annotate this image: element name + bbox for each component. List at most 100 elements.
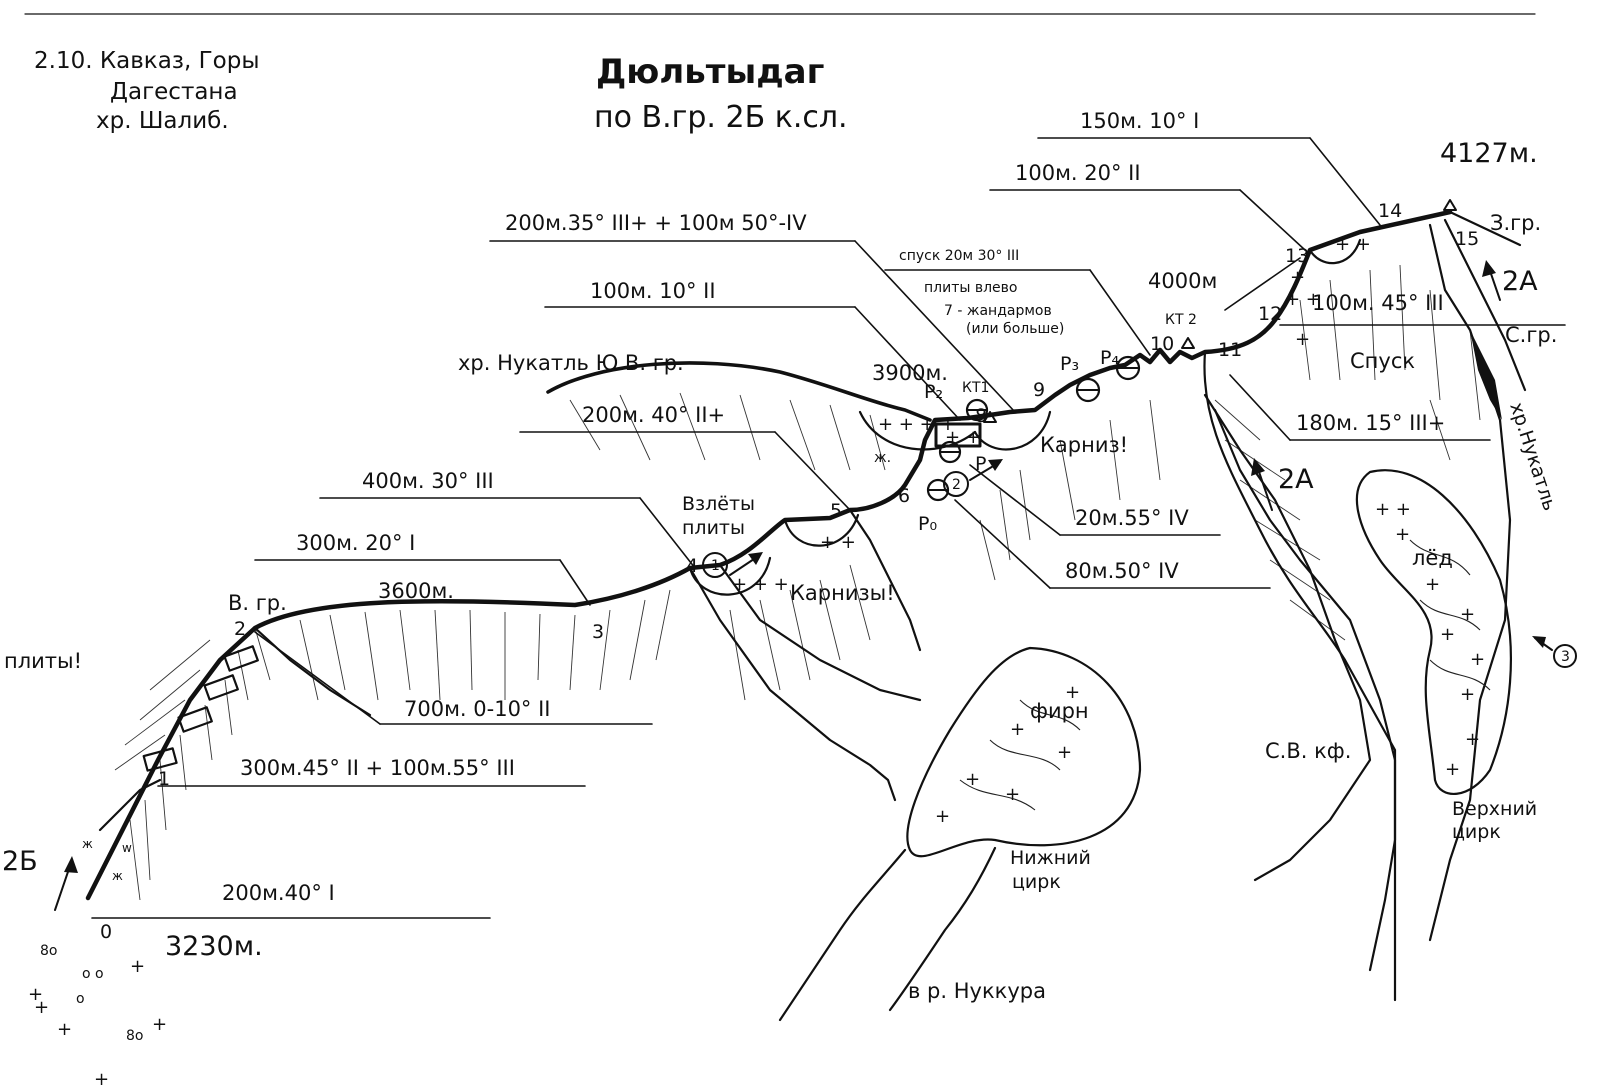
altitude-start: 3230м.: [165, 931, 263, 962]
direction-arrows: [54, 260, 1553, 911]
route-line: [85, 209, 1453, 901]
svg-text:+: +: [935, 806, 950, 827]
spur-from-5: [848, 508, 922, 652]
svg-text:o o: o o: [82, 966, 104, 982]
segment-label-descent: спуск 20м 30° III: [899, 248, 1019, 264]
viewpoint-2-circle: [943, 471, 969, 497]
firn-contour-2: [989, 739, 1061, 771]
label-p3: P₃: [1060, 353, 1079, 375]
label-grade-2a-right: 2А: [1502, 266, 1538, 297]
piton-markers: [926, 355, 1141, 502]
spur-left-start: [98, 778, 162, 832]
label-kt2: КТ 2: [1165, 312, 1197, 328]
page-subtitle: по В.гр. 2Б к.сл.: [594, 100, 848, 135]
summit-triangles: [983, 199, 1457, 423]
svg-text:+: +: [28, 984, 43, 1005]
label-ice: лёд: [1412, 546, 1453, 570]
svg-text:+: +: [1295, 329, 1310, 350]
svg-text:+: +: [130, 956, 145, 977]
label-slabs-climbs-1: Взлёты: [682, 493, 755, 515]
route-point-1: 1: [158, 768, 170, 790]
svg-text:+: +: [1010, 719, 1025, 740]
altitude-shoulder: 3600м.: [378, 579, 454, 603]
route-point-14: 14: [1378, 200, 1402, 222]
label-p1: P: [975, 453, 986, 475]
route-point-11: 11: [1218, 339, 1242, 361]
label-lower-cirque-1: Нижний: [1010, 847, 1091, 869]
svg-text:+: +: [1460, 684, 1475, 705]
label-grade-2b: 2Б: [2, 846, 38, 877]
lower-cirque-outline: [906, 646, 1142, 858]
svg-text:+: +: [1290, 267, 1305, 288]
svg-text:+: +: [1395, 524, 1410, 545]
label-zh: ж.: [874, 450, 891, 466]
segment-label-10-12: 100м. 20° II: [1015, 161, 1141, 185]
label-north-ridge: С.гр.: [1505, 323, 1557, 347]
segment-label-3-4: 400м. 30° III: [362, 469, 494, 493]
ice-contour-1: [1409, 539, 1471, 576]
snow-crosses: + + ++ + + + + ++ + + + + +++ + +++ +++ …: [28, 234, 1485, 1089]
ladder-blocks: [142, 422, 982, 772]
svg-text:+: +: [1065, 682, 1080, 703]
viewpoint-3-circle: [1553, 644, 1577, 668]
ne-couloir-left: [1203, 350, 1397, 1002]
label-east-ridge: В. гр.: [228, 591, 287, 615]
label-kt1: КТ1: [962, 380, 989, 396]
spur-lower-2: [253, 626, 372, 717]
altitude-mid: 3900м.: [872, 361, 948, 385]
route-point-3: 3: [592, 621, 604, 643]
svg-text:+ + + +: + + + +: [878, 414, 956, 435]
route-point-9: 9: [1033, 379, 1045, 401]
segment-label-p0: 80м.50° IV: [1065, 559, 1179, 583]
svg-text:+: +: [1460, 604, 1475, 625]
upper-cirque-outline: [1355, 469, 1512, 795]
segment-label-0-1: 200м.40° I: [222, 881, 335, 905]
label-upper-cirque-1: Верхний: [1452, 798, 1537, 820]
viewpoint-2-label: 2: [952, 477, 961, 493]
firn-contour-3: [959, 779, 1036, 811]
route-point-15: 15: [1455, 228, 1479, 250]
svg-text:+: +: [1465, 729, 1480, 750]
route-point-0: 0: [100, 921, 112, 943]
viewpoint-1-circle: [702, 552, 728, 578]
cornices: [688, 238, 1362, 596]
svg-text:8o: 8o: [126, 1028, 143, 1044]
ice-contour-2: [1419, 599, 1481, 631]
segment-label-12-13: 100м. 45° III: [1312, 291, 1444, 315]
route-point-8: 8: [975, 405, 987, 427]
route-point-6: 6: [898, 485, 910, 507]
label-gendarmes-note: (или больше): [966, 321, 1064, 337]
svg-text:8o: 8o: [40, 943, 57, 959]
svg-text:w: w: [122, 841, 132, 855]
region-line-1: 2.10. Кавказ, Горы: [34, 48, 260, 74]
svg-text:+: +: [34, 997, 49, 1018]
nukatl-se-ridge: [546, 361, 932, 422]
segment-label-6-8: 200м.35° III+ + 100м 50°-IV: [505, 211, 807, 235]
segment-label-4-5: 200м. 40° II+: [582, 403, 725, 427]
svg-text:+: +: [1057, 742, 1072, 763]
svg-text:o: o: [76, 991, 85, 1007]
segment-label-2-3-ridge: 300м. 20° I: [296, 531, 415, 555]
svg-text:+: +: [1005, 784, 1020, 805]
label-slabs-climbs-2: плиты: [682, 517, 745, 539]
viewpoint-1-label: 1: [711, 558, 720, 574]
label-lower-cirque-2: цирк: [1012, 871, 1061, 893]
svg-text:ж: ж: [82, 837, 93, 851]
north-ridge-line: [1443, 218, 1527, 392]
label-ne-couloir: С.В. кф.: [1265, 739, 1351, 763]
ice-contour-3: [1429, 659, 1491, 691]
label-cornice-upper: Карниз!: [1040, 433, 1128, 457]
svg-text:+ +: + +: [820, 532, 856, 553]
svg-text:+ +: + +: [1335, 234, 1371, 255]
segment-leaders: [91, 137, 1566, 919]
svg-text:+: +: [152, 1014, 167, 1035]
label-plates-left: плиты влево: [924, 280, 1018, 296]
ne-couloir-right: [1428, 223, 1512, 942]
altitude-upper: 4000м: [1148, 269, 1217, 293]
route-point-2: 2: [234, 618, 246, 640]
label-river: в р. Нуккура: [908, 979, 1046, 1003]
svg-text:+ +: + +: [1375, 499, 1411, 520]
couloir-spur: [1213, 408, 1397, 972]
label-p4: P₄: [1100, 347, 1119, 369]
